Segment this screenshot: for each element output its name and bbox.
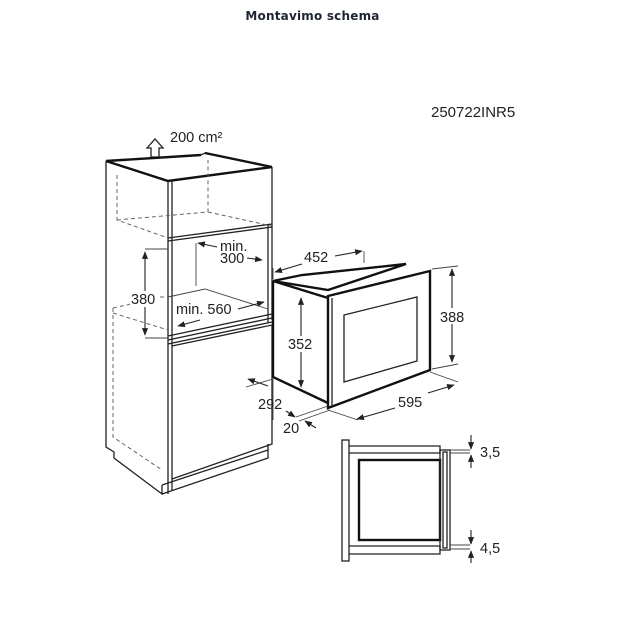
min-width-label: min. 560 (176, 302, 232, 318)
model-code: 250722INR5 (431, 104, 515, 121)
tall-cabinet: 200 cm² (105, 130, 273, 496)
front-thickness-label: 20 (283, 421, 299, 437)
depth-behind-front-label: 292 (258, 397, 282, 413)
bottom-gap-label: 4,5 (480, 541, 500, 557)
niche-height-label: 380 (131, 292, 155, 308)
cross-section-drawing: 3,5 4,5 (341, 435, 500, 563)
appliance-depth-label: 452 (304, 250, 328, 266)
appliance-front-height-label: 388 (440, 310, 464, 326)
arrow-up-outline-icon (145, 138, 165, 158)
appliance-width-label: 595 (398, 395, 422, 411)
appliance-drawing: 452 352 388 595 292 20 (245, 249, 470, 437)
min-depth-label-line1: min. (220, 239, 247, 255)
ventilation-label: 200 cm² (170, 130, 223, 146)
min-depth-label-line2: 300 (220, 251, 244, 267)
top-gap-label: 3,5 (480, 445, 500, 461)
page-title: Montavimo schema (245, 9, 380, 23)
appliance-body-height-label: 352 (288, 337, 312, 353)
